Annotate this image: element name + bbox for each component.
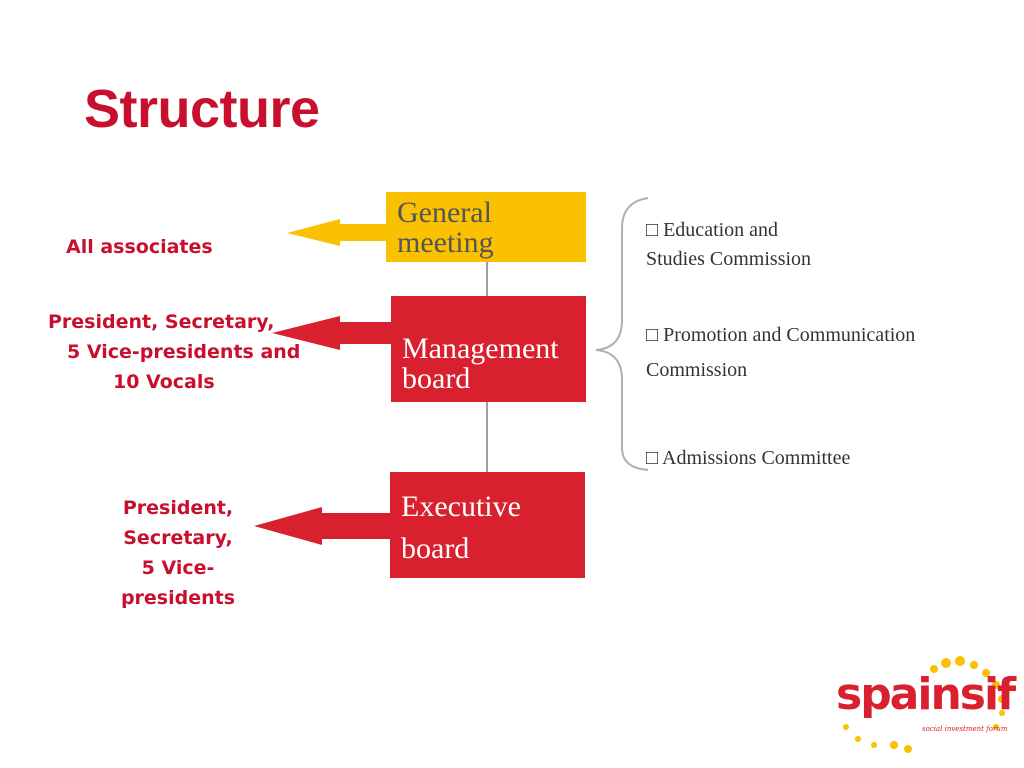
executive-board-line-1: Executive (401, 490, 521, 523)
commission-line-1: Admissions Committee (662, 447, 851, 469)
management-board-line-1: Management (402, 332, 559, 365)
executive-board-box: Executive board (390, 472, 585, 578)
slide-title: Structure (84, 79, 320, 139)
bullet-icon: □ (646, 324, 659, 346)
commission-item: □ Promotion and Communication Commission (646, 321, 915, 390)
general-meeting-line-1: General (397, 196, 492, 229)
commission-line-1: Education and (663, 219, 779, 241)
executive-members-label: President, Secretary, 5 Vice-presidents (86, 493, 270, 613)
spainsif-logo: spainsif social investment forum (834, 655, 1016, 755)
bullet-icon: □ (646, 447, 659, 469)
executive-members-line-2: Secretary, (123, 527, 233, 549)
management-members-line-3: 10 Vocals (113, 371, 215, 393)
management-board-line-2: board (402, 362, 471, 395)
arrow-general (287, 219, 386, 246)
executive-board-line-2: board (401, 532, 470, 565)
bullet-icon: □ (646, 219, 659, 241)
commission-item: □ Education and Studies Commission (646, 216, 811, 274)
connector-general-management (486, 262, 488, 296)
logo-tagline: social investment forum (922, 725, 1008, 733)
commissions-bracket (595, 197, 649, 471)
general-meeting-box: General meeting (386, 192, 586, 262)
commission-item: □ Admissions Committee (646, 444, 850, 473)
management-board-box: Management board (391, 296, 586, 402)
management-members-label: President, Secretary, 5 Vice-presidents … (48, 307, 300, 397)
general-members-label: All associates (66, 232, 213, 262)
connector-management-executive (486, 402, 488, 472)
logo-dots (843, 656, 1006, 753)
commission-line-2: Commission (646, 359, 748, 381)
executive-members-line-1: President, (122, 497, 234, 519)
management-members-line-2: 5 Vice-presidents and (67, 341, 301, 363)
general-meeting-line-2: meeting (397, 226, 494, 259)
general-members-line-1: All associates (66, 236, 213, 258)
arrow-executive (254, 507, 390, 545)
commission-line-1: Promotion and Communication (663, 324, 916, 346)
logo-wordmark: spainsif (836, 669, 1016, 720)
executive-members-line-3: 5 Vice-presidents (120, 557, 236, 609)
arrow-management (272, 316, 391, 350)
commission-line-2: Studies Commission (646, 248, 812, 270)
management-members-line-1: President, Secretary, (48, 311, 275, 333)
